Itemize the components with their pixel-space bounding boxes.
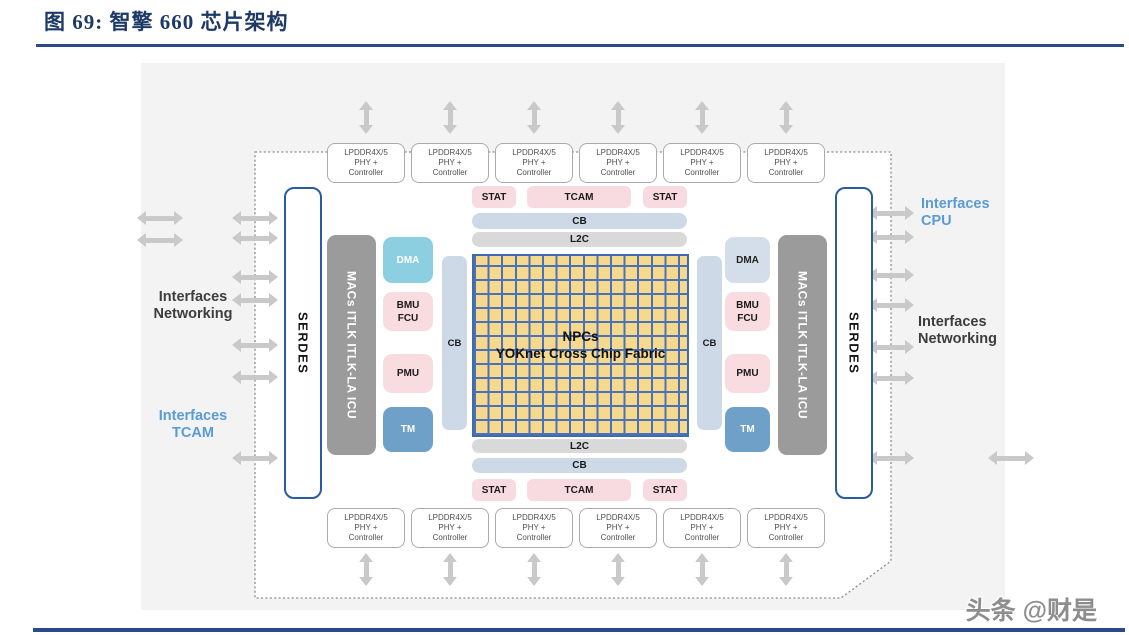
interface-arrow-icon <box>868 371 914 385</box>
tm-box-right: TM <box>725 407 770 452</box>
stat-box: STAT <box>472 186 516 208</box>
pmu-box-right: PMU <box>725 354 770 393</box>
stat-box: STAT <box>472 479 516 501</box>
interface-arrow-icon <box>232 451 278 465</box>
interface-arrow-icon <box>232 231 278 245</box>
cb-bar-bottom: CB <box>472 458 687 473</box>
page-bottom-rule <box>33 628 1125 632</box>
label-interfaces-networking-left: Interfaces Networking <box>153 289 233 323</box>
figure-title: 图 69: 智擎 660 芯片架构 <box>44 10 289 34</box>
interface-arrow-icon <box>137 211 183 225</box>
label-interfaces-cpu-right: Interfaces CPU <box>921 196 990 230</box>
interface-arrow-icon <box>868 451 914 465</box>
interface-arrow-icon <box>137 233 183 247</box>
interface-arrow-icon <box>232 211 278 225</box>
cb-vertical-bar-right: CB <box>697 256 722 430</box>
memory-arrow-icon <box>527 553 541 586</box>
lpddr-phy-controller-box: LPDDR4X/5 PHY + Controller <box>579 143 657 183</box>
lpddr-phy-controller-box: LPDDR4X/5 PHY + Controller <box>327 143 405 183</box>
memory-arrow-icon <box>443 101 457 134</box>
interface-arrow-icon <box>232 293 278 307</box>
lpddr-phy-controller-box: LPDDR4X/5 PHY + Controller <box>747 508 825 548</box>
lpddr-phy-controller-box: LPDDR4X/5 PHY + Controller <box>411 508 489 548</box>
npc-fabric-label: NPCs YOKnet Cross Chip Fabric <box>495 328 666 361</box>
dma-box-left: DMA <box>383 237 433 283</box>
dma-box-right: DMA <box>725 237 770 283</box>
cb-vertical-bar-left: CB <box>442 256 467 430</box>
interface-arrow-icon <box>868 298 914 312</box>
lpddr-phy-controller-box: LPDDR4X/5 PHY + Controller <box>579 508 657 548</box>
lpddr-phy-controller-box: LPDDR4X/5 PHY + Controller <box>747 143 825 183</box>
cb-bar-top: CB <box>472 213 687 229</box>
serdes-label: SERDES <box>295 311 311 375</box>
interface-arrow-icon <box>232 270 278 284</box>
title-underline <box>36 44 1124 47</box>
memory-arrow-icon <box>359 553 373 586</box>
watermark: 头条 @财是 <box>965 597 1097 625</box>
tcam-box: TCAM <box>527 479 631 501</box>
memory-arrow-icon <box>527 101 541 134</box>
memory-arrow-icon <box>359 101 373 134</box>
macs-itlk-icu-column-left: MACs ITLK ITLK-LA ICU <box>327 235 376 455</box>
interface-arrow-icon <box>232 338 278 352</box>
bmu-fcu-box-right: BMU FCU <box>725 292 770 331</box>
memory-arrow-icon <box>695 101 709 134</box>
l2c-bar-top: L2C <box>472 232 687 247</box>
interface-arrow-icon <box>868 268 914 282</box>
macs-label: MACs ITLK ITLK-LA ICU <box>344 270 359 420</box>
memory-arrow-icon <box>695 553 709 586</box>
stat-box: STAT <box>643 186 687 208</box>
lpddr-phy-controller-box: LPDDR4X/5 PHY + Controller <box>495 508 573 548</box>
memory-arrow-icon <box>611 101 625 134</box>
pmu-box-left: PMU <box>383 354 433 393</box>
memory-arrow-icon <box>443 553 457 586</box>
lpddr-phy-controller-box: LPDDR4X/5 PHY + Controller <box>327 508 405 548</box>
memory-arrow-icon <box>611 553 625 586</box>
serdes-column-left: SERDES <box>284 187 322 499</box>
macs-label: MACs ITLK ITLK-LA ICU <box>795 270 810 420</box>
serdes-label: SERDES <box>846 311 862 375</box>
memory-arrow-icon <box>779 553 793 586</box>
tcam-box: TCAM <box>527 186 631 208</box>
npc-fabric-grid: NPCs YOKnet Cross Chip Fabric <box>472 254 689 437</box>
tm-box-left: TM <box>383 407 433 452</box>
lpddr-phy-controller-box: LPDDR4X/5 PHY + Controller <box>411 143 489 183</box>
l2c-bar-bottom: L2C <box>472 439 687 453</box>
memory-arrow-icon <box>779 101 793 134</box>
lpddr-phy-controller-box: LPDDR4X/5 PHY + Controller <box>663 143 741 183</box>
bmu-fcu-box-left: BMU FCU <box>383 292 433 331</box>
interface-arrow-icon <box>988 451 1034 465</box>
interface-arrow-icon <box>868 230 914 244</box>
label-interfaces-networking-right: Interfaces Networking <box>918 314 997 348</box>
interface-arrow-icon <box>868 340 914 354</box>
lpddr-phy-controller-box: LPDDR4X/5 PHY + Controller <box>663 508 741 548</box>
lpddr-phy-controller-box: LPDDR4X/5 PHY + Controller <box>495 143 573 183</box>
stat-box: STAT <box>643 479 687 501</box>
label-interfaces-tcam-left: Interfaces TCAM <box>158 408 228 442</box>
interface-arrow-icon <box>868 206 914 220</box>
interface-arrow-icon <box>232 370 278 384</box>
serdes-column-right: SERDES <box>835 187 873 499</box>
macs-itlk-icu-column-right: MACs ITLK ITLK-LA ICU <box>778 235 827 455</box>
